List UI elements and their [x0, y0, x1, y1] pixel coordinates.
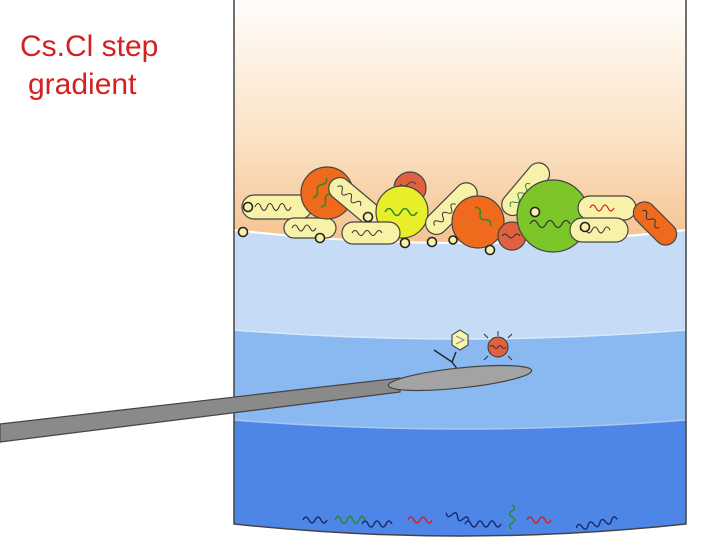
dna-pellet	[302, 504, 618, 530]
dna-strand-icon	[508, 504, 516, 530]
cell-debris-layer	[237, 162, 678, 256]
bacterium-icon	[632, 201, 678, 246]
bacterium-icon	[241, 194, 313, 220]
diagram-title: Cs.Cl step gradient	[20, 28, 158, 104]
bacterium-icon	[577, 195, 637, 221]
light-density-band	[234, 230, 686, 339]
bacterium-icon	[569, 217, 629, 243]
dna-strand-icon	[464, 520, 502, 528]
dna-strand-icon	[526, 516, 552, 524]
dna-strand-icon	[575, 516, 618, 530]
title-line-2: gradient	[28, 68, 137, 101]
bacteriophage-icon	[483, 331, 513, 361]
bacterium-icon	[283, 217, 337, 239]
debris-beads	[237, 201, 591, 256]
bacterium-icon	[341, 221, 401, 245]
syringe-needle-icon	[0, 364, 533, 443]
dna-strand-icon	[407, 516, 433, 524]
high-density-band	[234, 420, 686, 536]
orange-cell-icon	[451, 195, 505, 249]
dna-strand-icon	[445, 512, 470, 522]
centrifuge-tube-icon	[233, 0, 687, 537]
dna-strand-icon	[334, 515, 366, 525]
title-line-1: Cs.Cl step	[20, 30, 159, 63]
dna-strand-icon	[302, 516, 328, 524]
dna-strand-icon	[361, 520, 393, 528]
